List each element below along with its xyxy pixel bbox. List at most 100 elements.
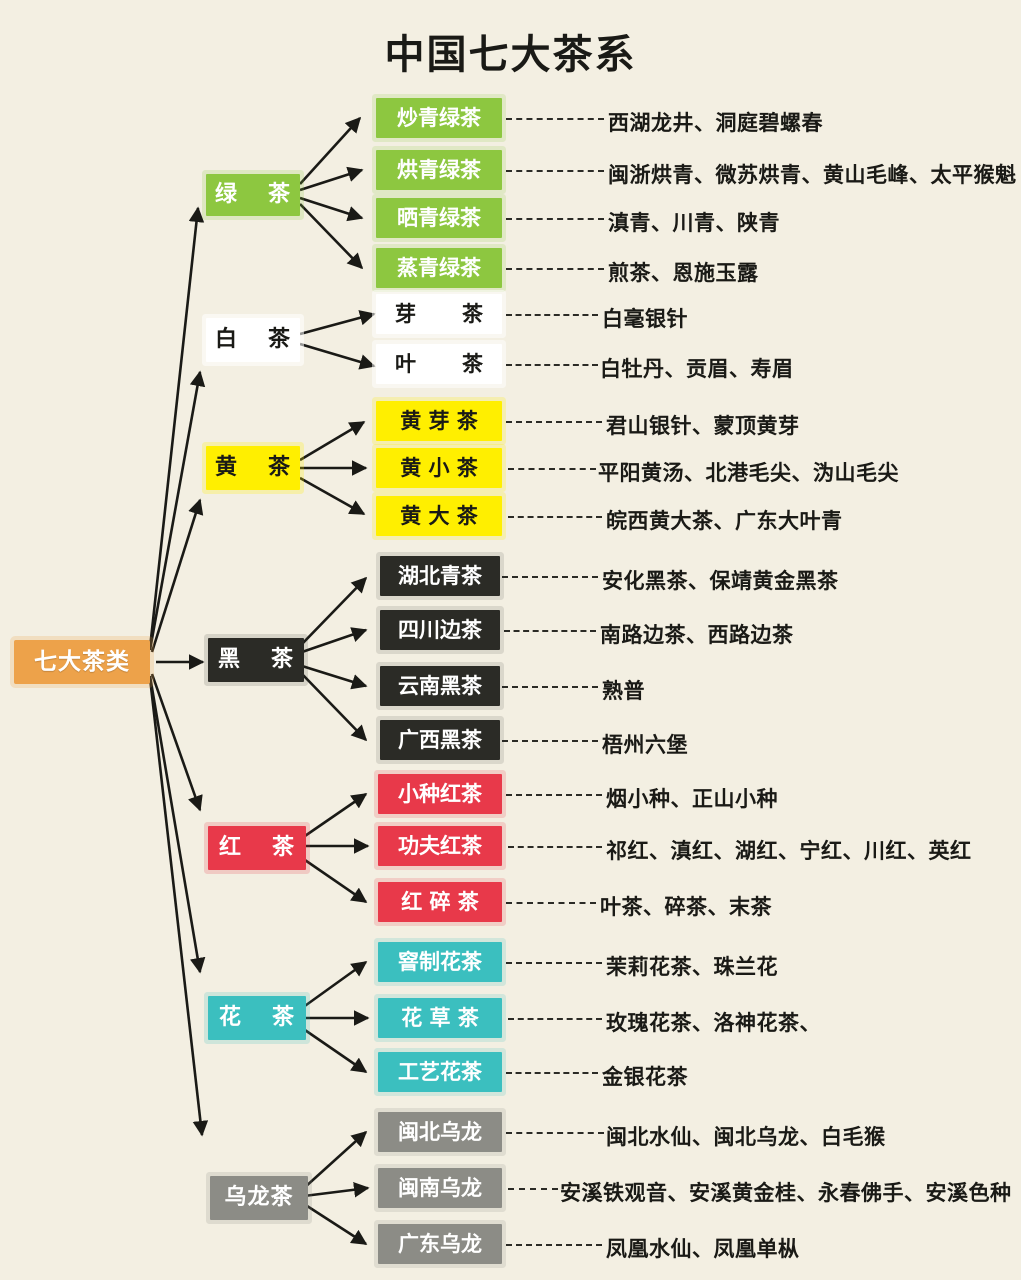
edge-red-3 — [301, 856, 368, 904]
example-text-yellow-0: 君山银针、蒙顶黄芽 — [606, 413, 800, 438]
example-text-red-1: 祁红、滇红、湖红、宁红、川红、英红 — [606, 838, 972, 863]
example-text-flower-0: 茉莉花茶、珠兰花 — [606, 954, 778, 979]
subcategory-node-green-0[interactable]: 炒青绿茶 — [376, 98, 502, 138]
example-text-oolong-1: 安溪铁观音、安溪黄金桂、永春佛手、安溪色种 — [560, 1180, 1012, 1205]
subcategory-label-char2: 茶 — [462, 301, 483, 326]
subcategory-label: 功夫红茶 — [398, 833, 482, 858]
dash-green-3 — [506, 268, 604, 270]
subcategory-label: 晒青绿茶 — [397, 205, 481, 230]
dash-oolong-0 — [506, 1132, 604, 1134]
example-text-oolong-2: 凤凰水仙、凤凰单枞 — [606, 1236, 800, 1261]
subcategory-label-char2: 茶 — [462, 351, 483, 376]
subcategory-node-green-2[interactable]: 晒青绿茶 — [376, 198, 502, 238]
example-text-dark-2: 熟普 — [602, 678, 645, 703]
subcategory-node-flower-0[interactable]: 窨制花茶 — [378, 942, 502, 982]
subcategory-node-oolong-0[interactable]: 闽北乌龙 — [378, 1112, 502, 1152]
subcategory-node-oolong-1[interactable]: 闽南乌龙 — [378, 1168, 502, 1208]
example-text-red-2: 叶茶、碎茶、末茶 — [600, 894, 772, 919]
subcategory-label-char1: 芽 — [395, 301, 416, 326]
edge-dark-1 — [301, 576, 368, 645]
page-title: 中国七大茶系 — [384, 31, 637, 78]
dash-red-1 — [508, 846, 602, 848]
subcategory-label: 工艺花茶 — [398, 1059, 482, 1084]
edge-root-oolong — [148, 677, 209, 1137]
subcategory-node-red-1[interactable]: 功夫红茶 — [378, 826, 502, 866]
edge-dark-4 — [301, 673, 368, 742]
dash-dark-2 — [502, 686, 598, 688]
example-text-green-2: 滇青、川青、陕青 — [608, 210, 780, 235]
subcategory-node-dark-0[interactable]: 湖北青茶 — [380, 556, 500, 596]
subcategory-label: 窨制花茶 — [398, 949, 482, 974]
dash-red-2 — [506, 902, 596, 904]
category-node-dark-tea[interactable]: 黑茶 — [208, 638, 304, 682]
category-label-red-char1: 红 — [218, 835, 242, 860]
edge-root-flower — [148, 675, 206, 974]
category-label-green-char1: 绿 — [214, 182, 238, 207]
edge-root-yellow — [150, 498, 204, 653]
example-text-oolong-0: 闽北水仙、闽北乌龙、白毛猴 — [606, 1124, 886, 1149]
edge-oolong-2 — [303, 1182, 370, 1198]
subcategory-label: 小种红茶 — [398, 781, 482, 806]
category-node-green-tea[interactable]: 绿茶 — [206, 174, 300, 216]
edge-oolong-3 — [303, 1202, 368, 1246]
edge-flower-1 — [301, 960, 368, 1010]
subcategory-node-white-1[interactable]: 叶茶 — [376, 344, 502, 384]
subcategory-label: 烘青绿茶 — [397, 157, 481, 182]
subcategory-node-flower-1[interactable]: 花 草 茶 — [378, 998, 502, 1038]
subcategory-label: 四川边茶 — [398, 617, 482, 642]
example-text-dark-1: 南路边茶、西路边茶 — [600, 622, 794, 647]
edge-white-1 — [299, 310, 376, 336]
subcategory-node-dark-2[interactable]: 云南黑茶 — [380, 666, 500, 706]
subcategory-node-yellow-2[interactable]: 黄 大 茶 — [376, 496, 502, 536]
subcategory-label: 黄 大 茶 — [400, 503, 478, 528]
edge-root-red — [150, 673, 203, 812]
edge-red-1 — [301, 792, 368, 840]
category-label-dark-char2: 茶 — [271, 647, 295, 672]
category-node-red-tea[interactable]: 红茶 — [208, 826, 306, 870]
edge-green-1 — [299, 116, 362, 185]
subcategory-node-oolong-2[interactable]: 广东乌龙 — [378, 1224, 502, 1264]
edge-green-4 — [299, 203, 364, 270]
example-text-green-0: 西湖龙井、洞庭碧螺春 — [608, 110, 823, 135]
root-node-seven-tea-types[interactable]: 七大茶类 — [14, 640, 150, 684]
subcategory-label: 湖北青茶 — [398, 563, 482, 588]
dash-green-1 — [506, 170, 604, 172]
dash-flower-2 — [506, 1072, 598, 1074]
subcategory-node-yellow-0[interactable]: 黄 芽 茶 — [376, 401, 502, 441]
category-node-white-tea[interactable]: 白茶 — [206, 318, 300, 362]
dash-dark-3 — [502, 740, 598, 742]
category-label-yellow-char1: 黄 — [214, 455, 238, 480]
dash-flower-1 — [508, 1018, 602, 1020]
root-node-label: 七大茶类 — [34, 648, 130, 675]
subcategory-node-green-1[interactable]: 烘青绿茶 — [376, 150, 502, 190]
example-text-dark-3: 梧州六堡 — [602, 732, 688, 757]
dash-flower-0 — [506, 962, 602, 964]
category-node-oolong-tea[interactable]: 乌龙茶 — [210, 1176, 308, 1220]
example-text-white-1: 白牡丹、贡眉、寿眉 — [600, 356, 794, 381]
edge-root-white — [148, 370, 206, 651]
category-node-flower-tea[interactable]: 花茶 — [208, 996, 306, 1040]
category-label-flower-char2: 茶 — [272, 1005, 296, 1030]
subcategory-label: 广西黑茶 — [398, 727, 482, 752]
subcategory-node-dark-1[interactable]: 四川边茶 — [380, 610, 500, 650]
dash-dark-1 — [504, 630, 596, 632]
subcategory-label: 蒸青绿茶 — [397, 255, 481, 280]
dash-dark-0 — [502, 576, 598, 578]
dash-white-0 — [506, 314, 598, 316]
subcategory-label: 黄 芽 茶 — [400, 408, 478, 433]
subcategory-node-white-0[interactable]: 芽茶 — [376, 294, 502, 334]
subcategory-node-dark-3[interactable]: 广西黑茶 — [380, 720, 500, 760]
subcategory-node-red-0[interactable]: 小种红茶 — [378, 774, 502, 814]
category-label-yellow-char2: 茶 — [268, 455, 292, 480]
edge-green-2 — [299, 166, 364, 192]
subcategory-node-green-3[interactable]: 蒸青绿茶 — [376, 248, 502, 288]
category-label-oolong: 乌龙茶 — [224, 1185, 294, 1210]
subcategory-node-flower-2[interactable]: 工艺花茶 — [378, 1052, 502, 1092]
subcategory-label: 广东乌龙 — [398, 1231, 482, 1256]
category-node-yellow-tea[interactable]: 黄茶 — [206, 446, 300, 490]
edge-yellow-1 — [299, 420, 366, 462]
subcategory-node-yellow-1[interactable]: 黄 小 茶 — [376, 448, 502, 488]
category-label-white-char1: 白 — [214, 327, 238, 352]
subcategory-node-red-2[interactable]: 红 碎 茶 — [378, 882, 502, 922]
